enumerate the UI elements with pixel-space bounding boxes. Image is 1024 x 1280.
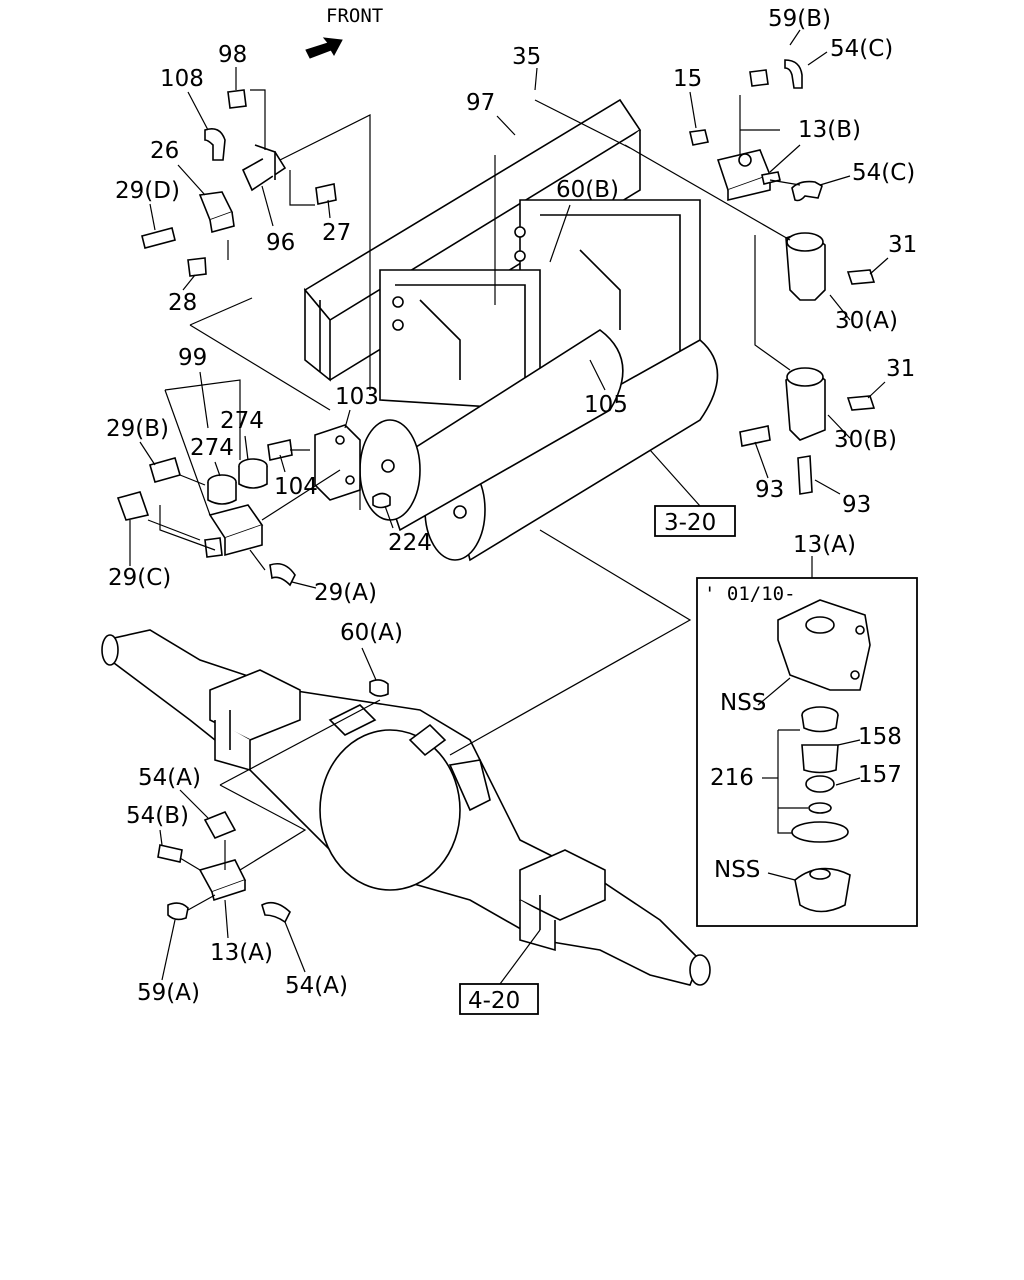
ref-box-3-20: 3-20 (654, 505, 736, 537)
label-60b: 60(B) (556, 177, 619, 203)
label-54c-top: 54(C) (830, 36, 893, 62)
label-59b: 59(B) (768, 6, 831, 32)
label-13b: 13(B) (798, 117, 861, 143)
label-216: 216 (710, 765, 754, 791)
label-29b: 29(B) (106, 416, 169, 442)
label-35: 35 (512, 44, 541, 70)
svg-text:4-20: 4-20 (468, 988, 520, 1014)
inset-nss-top: NSS (720, 690, 766, 716)
leader-lines (129, 29, 889, 981)
label-93-right: 93 (842, 492, 871, 518)
label-104: 104 (274, 474, 318, 500)
front-label: FRONT (326, 5, 383, 27)
label-59a: 59(A) (137, 980, 200, 1006)
label-27: 27 (322, 220, 351, 246)
rear-axle (101, 629, 711, 986)
inset-13a-detail: ' 01/10- NSS NSS (696, 556, 918, 927)
label-98: 98 (218, 42, 247, 68)
label-99: 99 (178, 345, 207, 371)
label-15: 15 (673, 66, 702, 92)
part-labels: 59(B) 54(C) 15 13(B) 54(C) 35 97 60(B) 3… (106, 6, 917, 1006)
valve-13b-assembly (534, 59, 876, 495)
valve-99-assembly (116, 379, 692, 756)
front-arrow-icon (305, 37, 343, 59)
label-30a: 30(A) (835, 308, 898, 334)
inset-nss-bottom: NSS (714, 857, 760, 883)
label-54b: 54(B) (126, 803, 189, 829)
label-54a-top: 54(A) (138, 765, 201, 791)
ref-box-4-20: 4-20 (459, 983, 539, 1015)
label-30b: 30(B) (834, 427, 897, 453)
valve-26-assembly (141, 89, 496, 411)
label-60a: 60(A) (340, 620, 403, 646)
label-108: 108 (160, 66, 204, 92)
label-93-left: 93 (755, 477, 784, 503)
label-157: 157 (858, 762, 902, 788)
label-31-bottom: 31 (886, 356, 915, 382)
label-97: 97 (466, 90, 495, 116)
label-274-b: 274 (190, 435, 234, 461)
label-29d: 29(D) (115, 178, 180, 204)
label-96: 96 (266, 230, 295, 256)
label-26: 26 (150, 138, 179, 164)
label-274-a: 274 (220, 408, 264, 434)
label-31-top: 31 (888, 232, 917, 258)
label-13a-inset: 13(A) (793, 532, 856, 558)
inset-date: ' 01/10- (704, 583, 796, 605)
label-13a-bottom: 13(A) (210, 940, 273, 966)
svg-text:3-20: 3-20 (664, 510, 716, 536)
label-54a-bottom: 54(A) (285, 973, 348, 999)
label-105: 105 (584, 392, 628, 418)
label-224: 224 (388, 530, 432, 556)
valve-13a-assembly (157, 679, 389, 924)
label-29a: 29(A) (314, 580, 377, 606)
label-28: 28 (168, 290, 197, 316)
label-158: 158 (858, 724, 902, 750)
label-54c-mid: 54(C) (852, 160, 915, 186)
label-103: 103 (335, 384, 379, 410)
label-29c: 29(C) (108, 565, 171, 591)
